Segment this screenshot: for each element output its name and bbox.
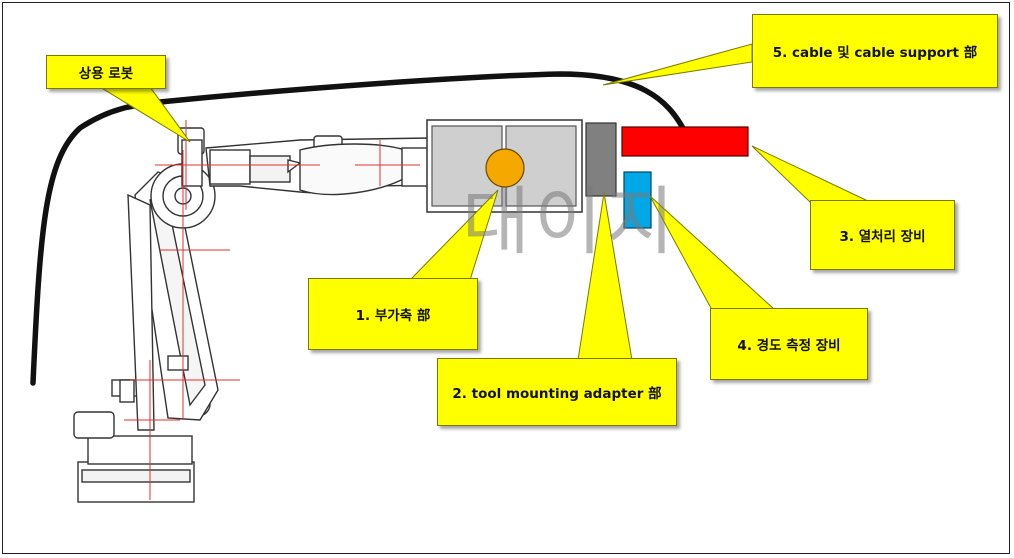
adapter-block bbox=[585, 122, 617, 197]
cable-callout: 5. cable 및 cable support 部 bbox=[752, 14, 998, 88]
cable-callout-pointer bbox=[602, 43, 753, 86]
tool-mounting-adapter-callout: 2. tool mounting adapter 部 bbox=[437, 358, 677, 426]
watermark-text: 대이지 bbox=[462, 179, 679, 265]
robot-arm bbox=[73, 127, 433, 503]
hardness-block bbox=[623, 171, 652, 229]
axis-hub bbox=[485, 148, 525, 188]
heat-treatment-block bbox=[621, 126, 749, 157]
auxiliary-axis-callout: 1. 부가축 部 bbox=[308, 278, 478, 350]
hardness-measurement-callout: 4. 경도 측정 장비 bbox=[710, 308, 868, 380]
robot-callout: 상용 로봇 bbox=[46, 55, 166, 89]
heat-treatment-callout: 3. 열처리 장비 bbox=[810, 200, 955, 270]
heat-callout-pointer bbox=[751, 145, 871, 203]
cable-line bbox=[30, 71, 687, 386]
robot-reference-lines bbox=[124, 120, 420, 500]
robot-callout-pointer bbox=[98, 86, 191, 143]
